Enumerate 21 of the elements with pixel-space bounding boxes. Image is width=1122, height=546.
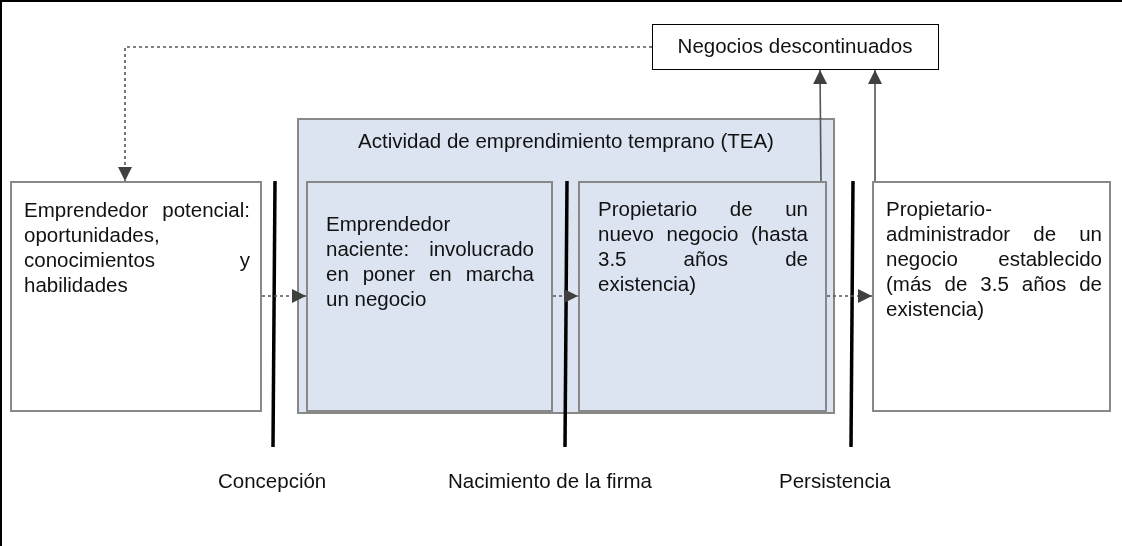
stage-box xyxy=(10,181,262,412)
group-panel xyxy=(297,118,835,414)
arrow xyxy=(813,69,828,182)
node-text: Actividad de emprendimiento temprano (TEA) xyxy=(357,128,775,153)
stage-box xyxy=(306,181,553,412)
state-box xyxy=(652,24,939,70)
phase-label: Nacimiento de la firma xyxy=(448,469,652,493)
stage-box xyxy=(872,181,1111,412)
node-text: Negocios descontinuados xyxy=(676,33,914,58)
arrow xyxy=(826,289,873,303)
node-text: Emprendedor potencial: oportunidades, conocimientos y habilidades xyxy=(24,197,250,297)
arrow xyxy=(552,289,579,303)
phase-label: Persistencia xyxy=(779,469,891,493)
phase-label: Concepción xyxy=(218,469,327,493)
arrow xyxy=(261,289,307,303)
node-text: Propietario de un nuevo negocio (hasta 3.5 años de existencia) xyxy=(598,196,808,296)
arrow xyxy=(118,46,653,182)
arrow xyxy=(868,69,882,182)
node-text: Emprendedor naciente: involucrado en poner en marcha un negocio xyxy=(326,211,534,311)
node-text: Propietario-administrador de un negocio establecido (más de 3.5 años de existencia) xyxy=(886,196,1102,321)
stage-box xyxy=(578,181,827,412)
